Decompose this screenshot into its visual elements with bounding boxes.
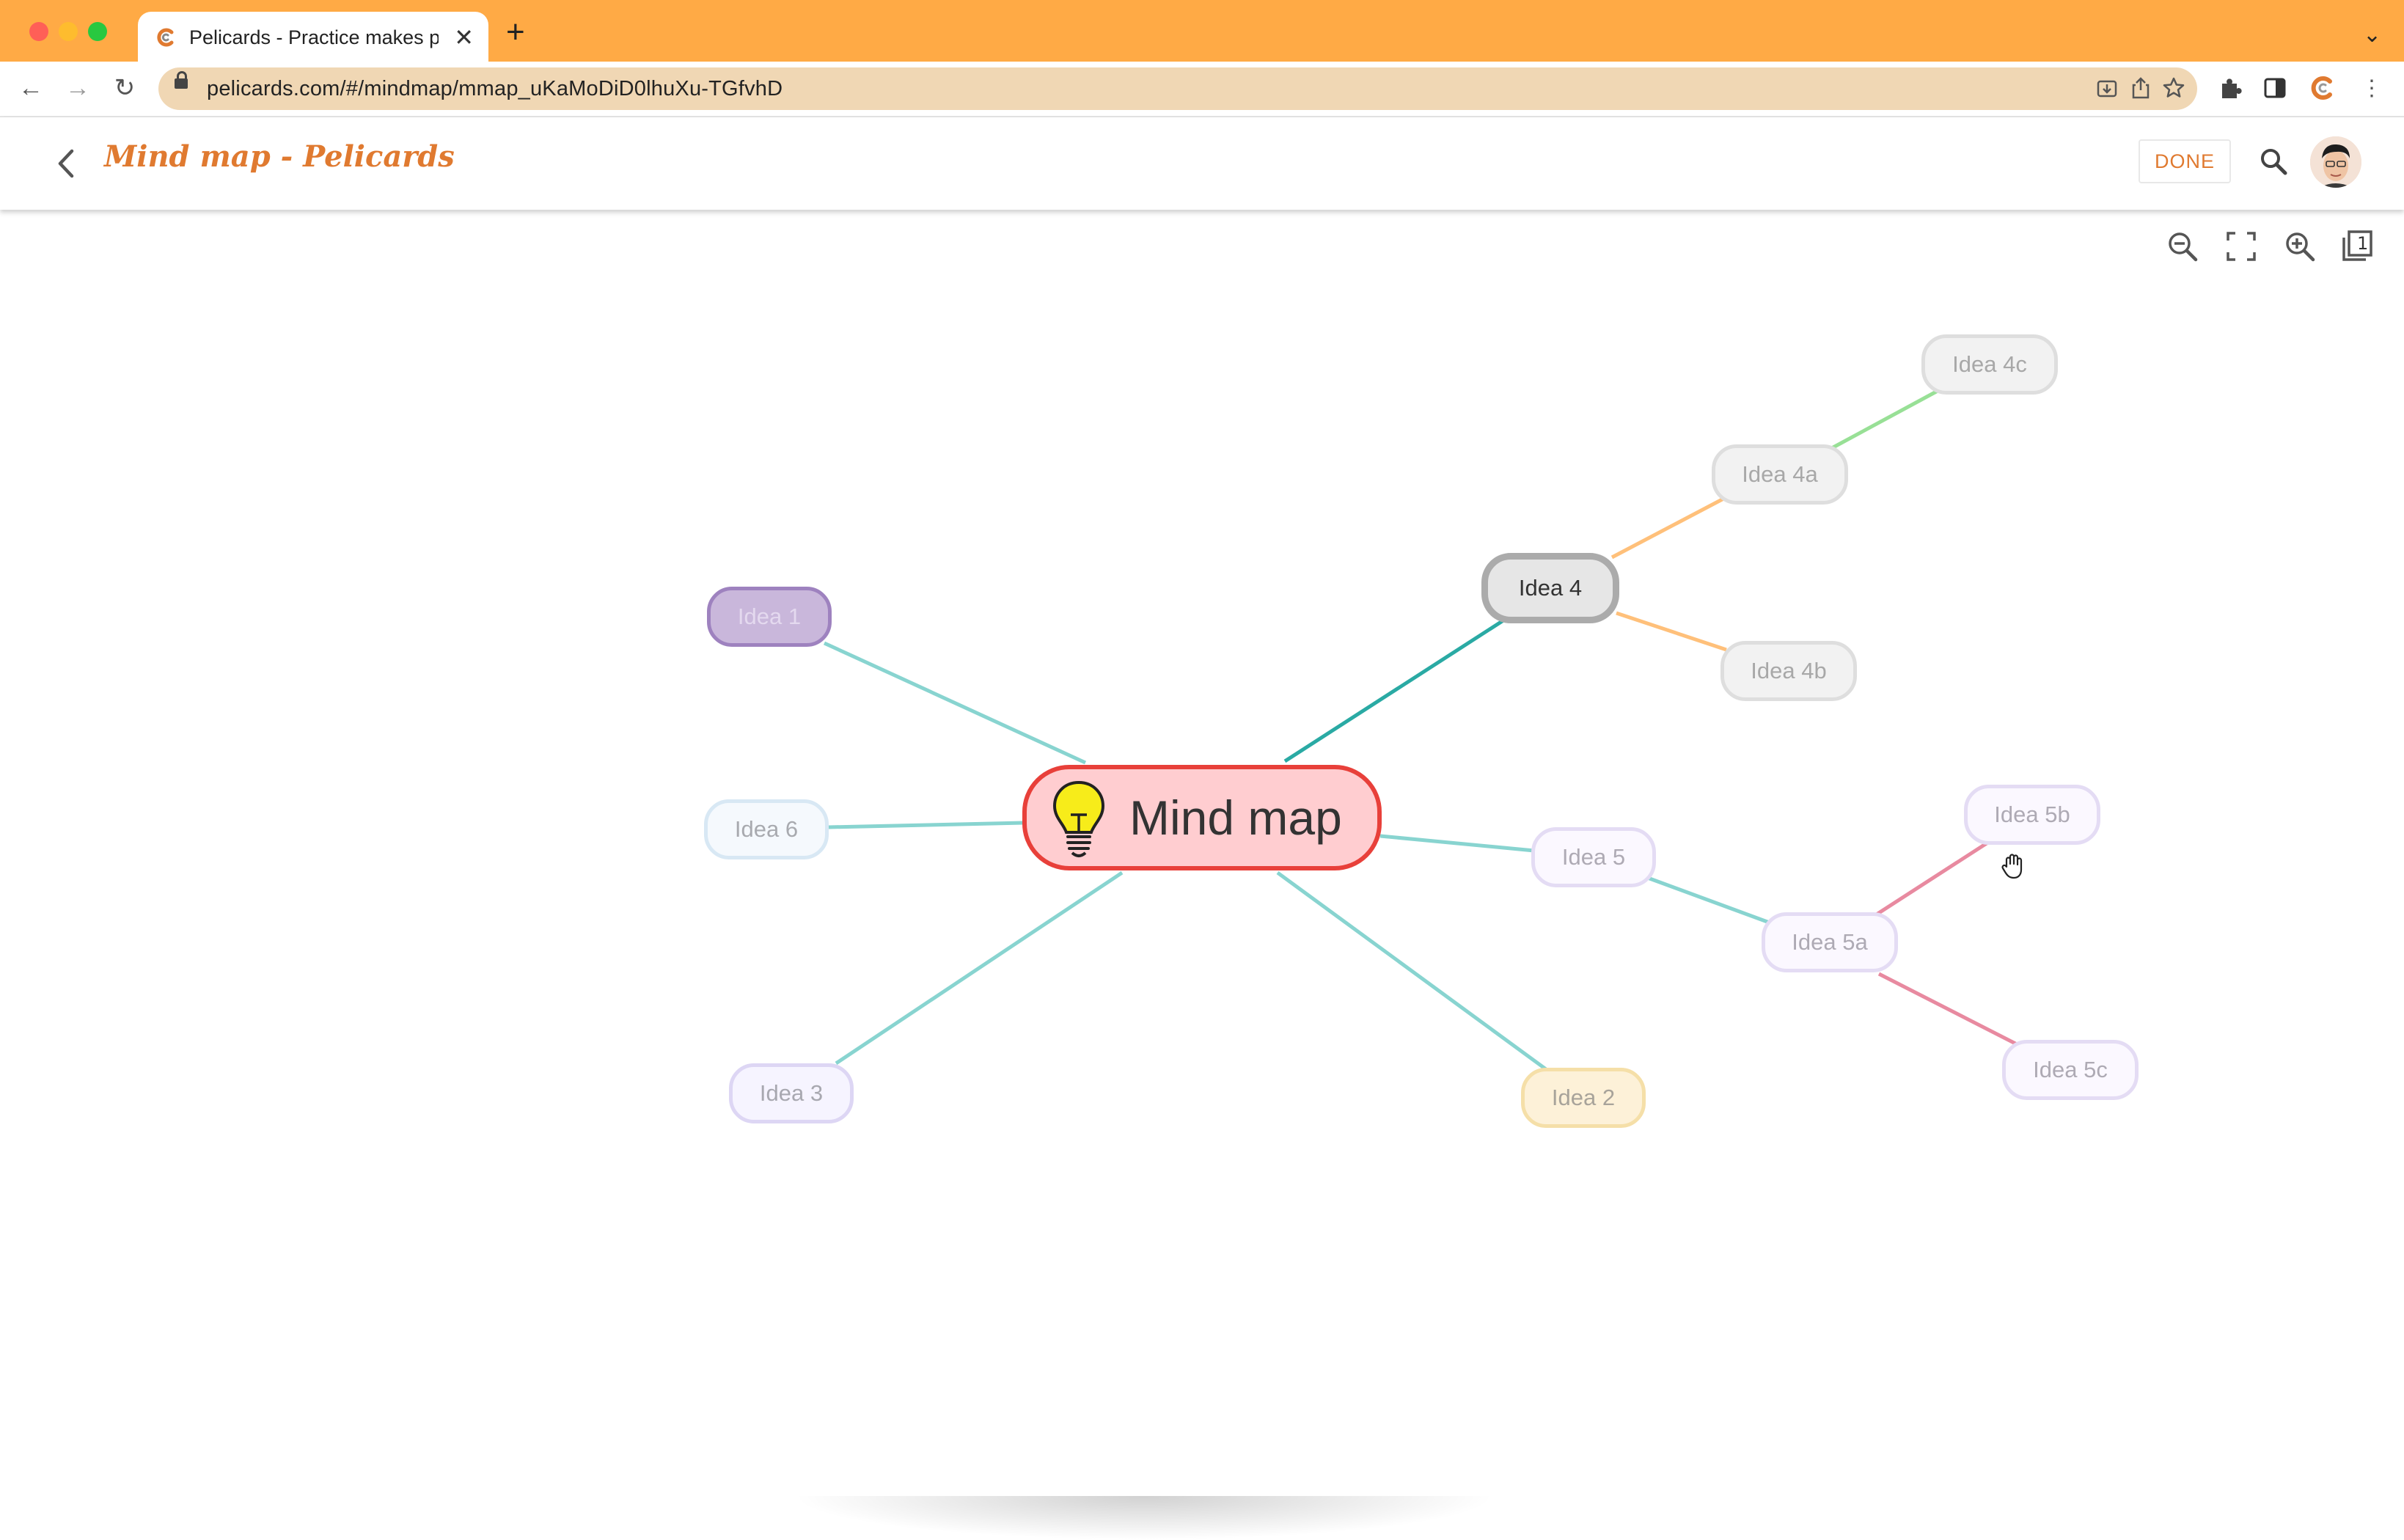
share-icon[interactable] xyxy=(2130,76,2152,100)
user-portrait-icon xyxy=(2310,136,2361,188)
idea-5a-node[interactable]: Idea 5a xyxy=(1762,912,1898,972)
zoom-out-icon[interactable] xyxy=(2165,227,2200,265)
avatar[interactable] xyxy=(2310,136,2361,188)
browser-tab-active[interactable]: Pelicards - Practice makes perfect ✕ xyxy=(138,12,488,63)
idea-5b-node[interactable]: Idea 5b xyxy=(1964,785,2100,845)
reload-icon[interactable]: ↻ xyxy=(114,74,136,102)
layers-icon xyxy=(2342,230,2372,261)
connector-idea5-idea5a xyxy=(1645,875,1774,926)
fullscreen-icon[interactable] xyxy=(2224,227,2259,265)
idea-4a-node[interactable]: Idea 4a xyxy=(1712,444,1848,505)
app-header: Mind map - Pelicards DONE xyxy=(0,117,2404,210)
connector-center-idea1 xyxy=(823,641,1087,765)
idea-5c-node[interactable]: Idea 5c xyxy=(2002,1040,2139,1100)
bottom-sheet-shadow xyxy=(792,1496,1496,1540)
pages-button[interactable]: 1 xyxy=(2339,227,2375,265)
idea-5-node[interactable]: Idea 5 xyxy=(1531,827,1656,887)
back-arrow-icon[interactable]: ← xyxy=(18,73,43,102)
maximize-window-button[interactable] xyxy=(88,22,107,41)
browser-toolbar: ← → ↻ pelicards.com/#/mindmap/mmap_uKaMo… xyxy=(0,62,2404,117)
idea-4-node[interactable]: Idea 4 xyxy=(1481,553,1619,623)
connector-center-idea6 xyxy=(828,821,1025,829)
grab-hand-cursor-icon xyxy=(2001,854,2023,879)
extensions-puzzle-icon[interactable] xyxy=(2218,75,2244,101)
idea-2-node[interactable]: Idea 2 xyxy=(1521,1068,1646,1128)
bookmark-star-icon[interactable] xyxy=(2162,76,2185,100)
back-chevron-icon[interactable] xyxy=(51,145,81,182)
side-panel-icon[interactable] xyxy=(2263,76,2287,100)
tab-search-chevron-icon[interactable]: ⌄ xyxy=(2363,23,2382,47)
connector-center-idea5 xyxy=(1379,834,1535,853)
connector-center-idea4 xyxy=(1283,618,1505,763)
tab-close-icon[interactable]: ✕ xyxy=(454,24,474,51)
search-icon[interactable] xyxy=(2259,147,2288,176)
connector-idea4a-idea4c xyxy=(1829,388,1941,451)
connector-idea4-idea4a xyxy=(1610,495,1728,560)
done-button[interactable]: DONE xyxy=(2139,139,2231,183)
browser-tab-strip: Pelicards - Practice makes perfect ✕ + ⌄ xyxy=(0,0,2404,63)
connector-idea5a-idea5b xyxy=(1872,840,1990,919)
minimize-window-button[interactable] xyxy=(59,22,78,41)
connector-center-idea3 xyxy=(835,870,1124,1066)
page-title: Mind map - Pelicards xyxy=(104,139,455,174)
close-window-button[interactable] xyxy=(29,22,48,41)
connector-idea4-idea4b xyxy=(1616,611,1727,652)
central-node[interactable]: Mind map xyxy=(1022,765,1382,870)
lock-icon xyxy=(175,71,188,89)
connector-center-idea2 xyxy=(1276,870,1547,1071)
install-app-icon[interactable] xyxy=(2096,78,2118,100)
pelicards-favicon-icon xyxy=(157,28,174,47)
idea-6-node[interactable]: Idea 6 xyxy=(704,799,829,859)
idea-4c-node[interactable]: Idea 4c xyxy=(1921,334,2058,395)
url-text: pelicards.com/#/mindmap/mmap_uKaMoDiD0lh… xyxy=(207,77,783,100)
zoom-in-icon[interactable] xyxy=(2282,227,2317,265)
lightbulb-icon xyxy=(1052,780,1105,857)
idea-3-node[interactable]: Idea 3 xyxy=(729,1063,854,1123)
browser-menu-icon[interactable]: ⋮ xyxy=(2361,76,2383,100)
idea-1-node[interactable]: Idea 1 xyxy=(707,587,832,647)
forward-arrow-icon[interactable]: → xyxy=(65,73,90,102)
pages-count: 1 xyxy=(2357,233,2369,254)
new-tab-icon[interactable]: + xyxy=(506,14,525,50)
tab-title: Pelicards - Practice makes perfect xyxy=(189,26,439,48)
pelicards-extension-icon[interactable] xyxy=(2309,75,2335,101)
connector-idea5a-idea5c xyxy=(1877,972,2021,1048)
address-bar[interactable]: pelicards.com/#/mindmap/mmap_uKaMoDiD0lh… xyxy=(158,67,2197,110)
idea-4b-node[interactable]: Idea 4b xyxy=(1720,641,1857,701)
central-node-label: Mind map xyxy=(1129,791,1342,845)
